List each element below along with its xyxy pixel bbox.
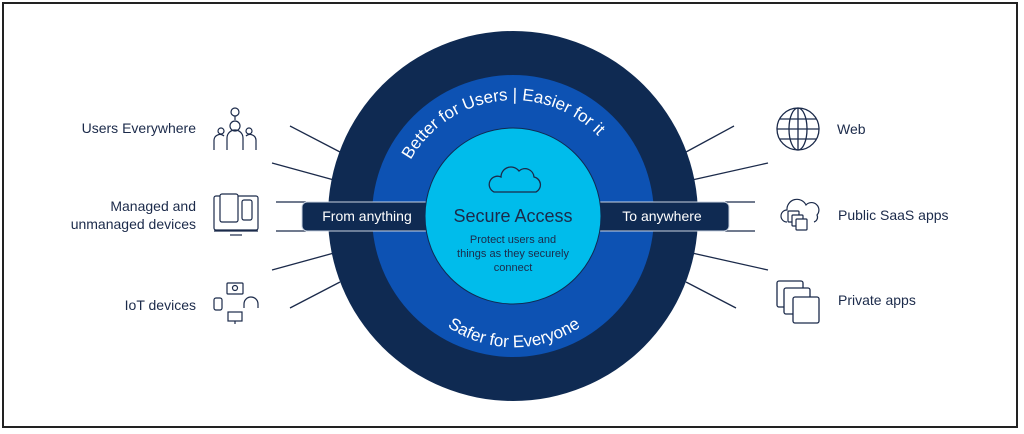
cloud-icon	[488, 166, 542, 193]
center-title: Secure Access	[453, 206, 572, 226]
connector-line	[691, 252, 769, 271]
connector-line	[271, 252, 335, 271]
connector-line	[691, 162, 769, 181]
devices-icon	[213, 193, 259, 236]
diagram-frame	[2, 2, 1018, 428]
destination-label-private: Private apps	[838, 292, 916, 308]
to-anywhere-label: To anywhere	[622, 208, 702, 224]
connector-line	[289, 125, 341, 153]
inner-circle	[424, 127, 602, 305]
from-anything-label: From anything	[322, 208, 411, 224]
right-connector-lines	[685, 125, 769, 309]
connector-line	[271, 162, 335, 181]
destination-label-saas: Public SaaS apps	[838, 207, 949, 223]
connector-line	[685, 125, 735, 153]
left-connector-lines	[271, 125, 341, 309]
center-subtitle-line: Protect users and	[470, 234, 556, 246]
iot-devices-icon	[213, 282, 259, 324]
users-icon	[213, 107, 257, 150]
destination-label-web: Web	[837, 121, 866, 137]
connector-line	[289, 281, 341, 309]
stacked-apps-icon	[776, 280, 820, 324]
source-label-iot: IoT devices	[124, 297, 196, 313]
source-label-users: Users Everywhere	[81, 120, 196, 136]
cloud-apps-icon	[780, 198, 820, 231]
globe-icon	[776, 107, 820, 151]
center-subtitle-line: connect	[494, 262, 533, 274]
connector-line	[685, 281, 737, 309]
center-subtitle-line: things as they securely	[457, 248, 569, 260]
